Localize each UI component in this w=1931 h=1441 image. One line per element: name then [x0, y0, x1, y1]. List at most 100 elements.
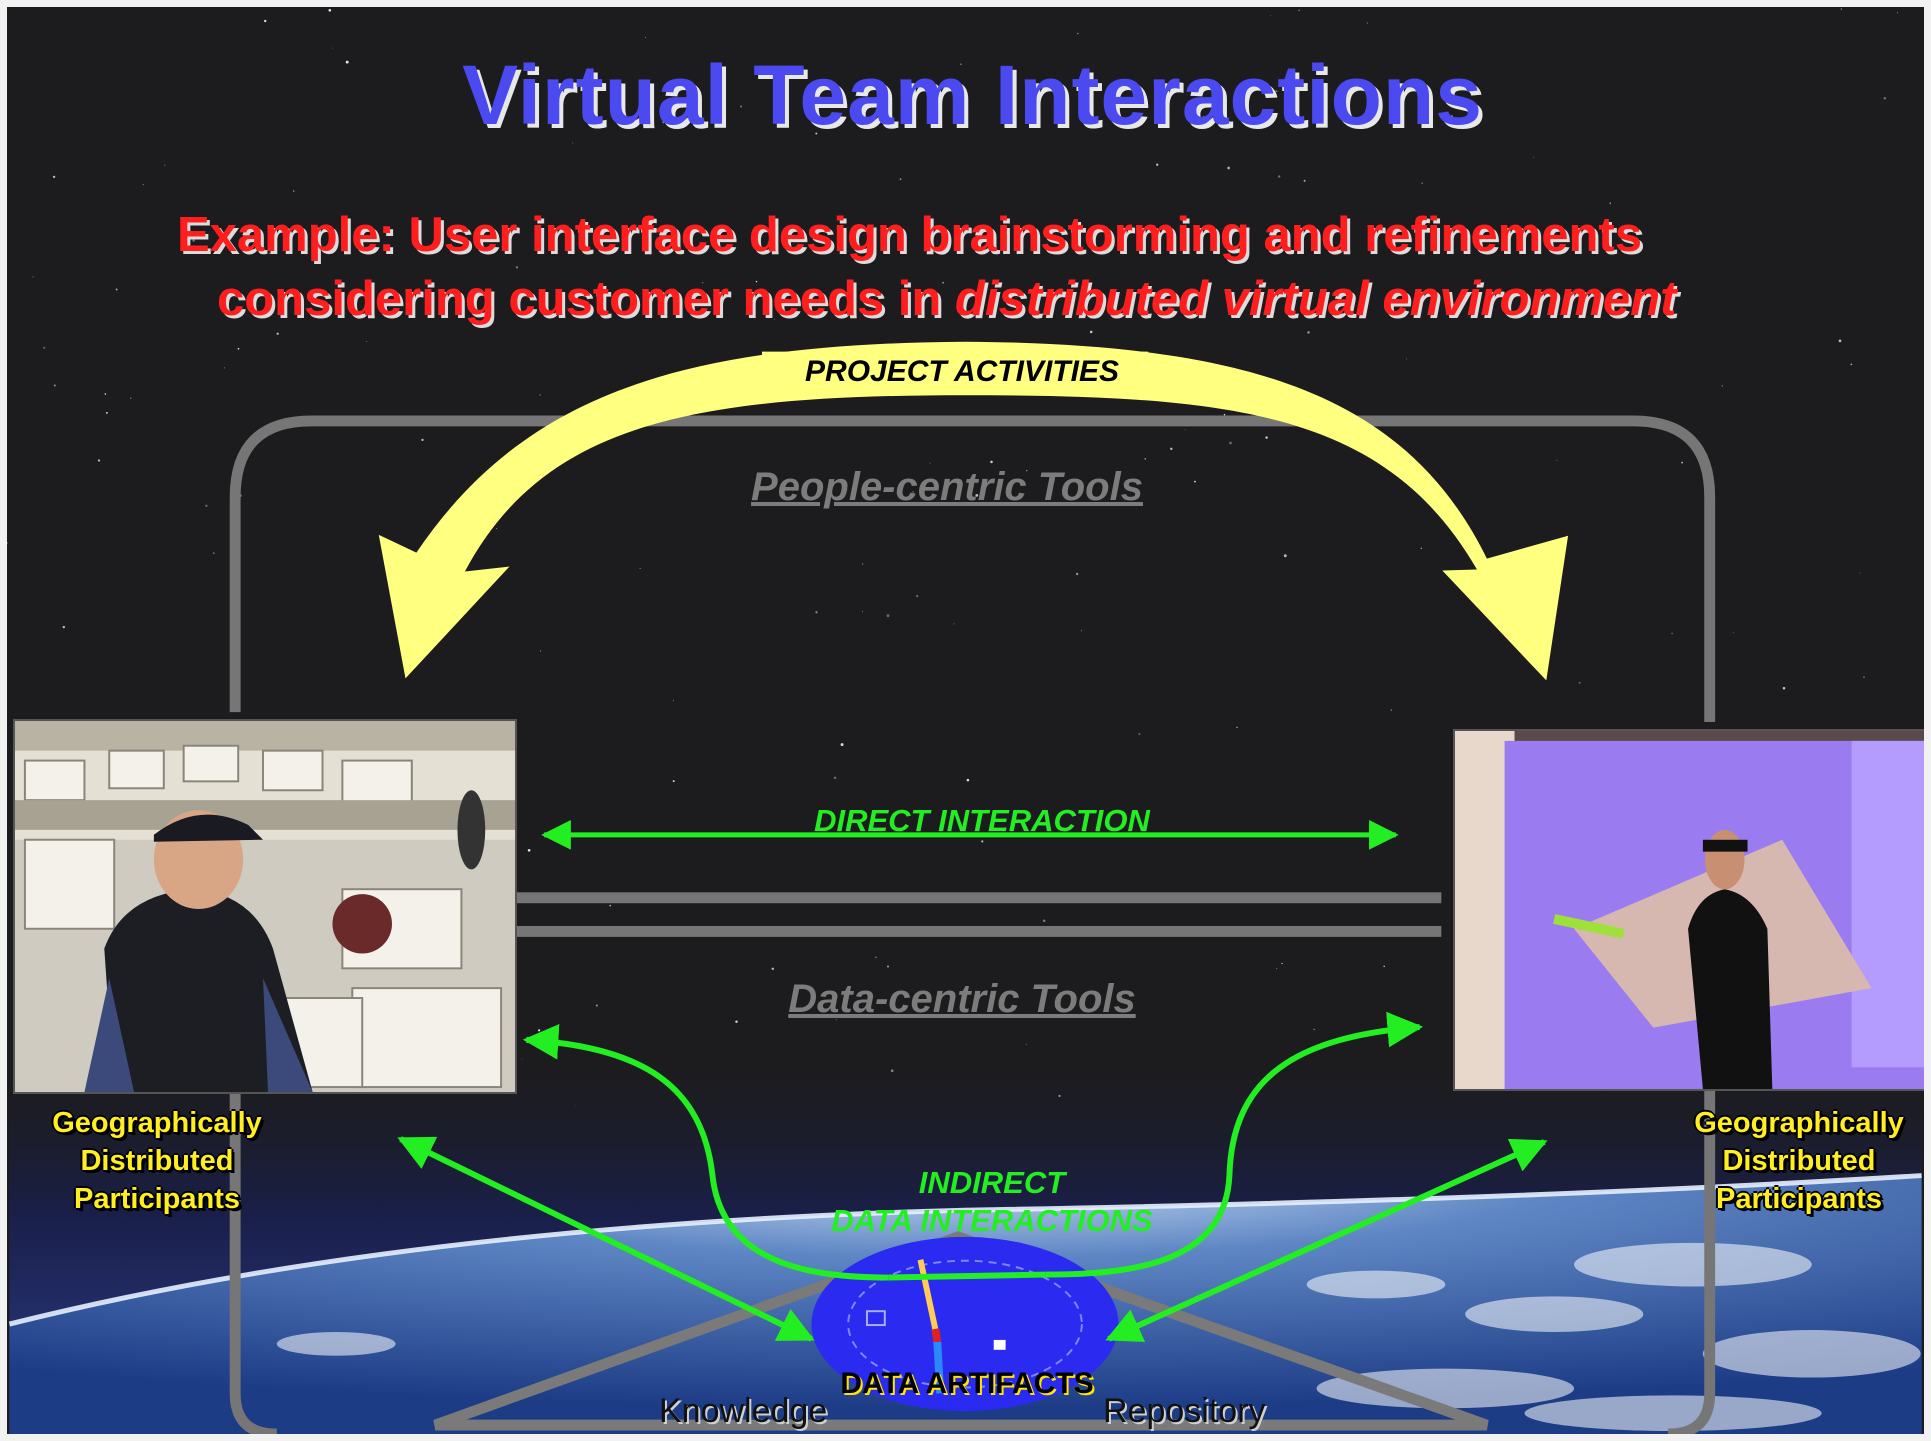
- star: [1089, 330, 1093, 334]
- star: [835, 1019, 837, 1021]
- star: [1275, 90, 1278, 93]
- star: [740, 105, 743, 108]
- star: [1026, 470, 1028, 472]
- star: [1229, 441, 1232, 445]
- star: [815, 611, 818, 614]
- repository-marker-right: [993, 1339, 1006, 1350]
- indirect-diagonal-left: [397, 1136, 815, 1342]
- example-line-1: Example: User interface design brainstor…: [177, 208, 1642, 262]
- star: [1202, 115, 1204, 117]
- star: [1170, 447, 1173, 451]
- star: [104, 393, 107, 395]
- participants-left-line-1: Geographically: [52, 1107, 262, 1139]
- star: [942, 281, 944, 284]
- star: [1863, 676, 1865, 678]
- star: [1075, 572, 1079, 576]
- star: [1313, 1028, 1315, 1030]
- participant-photo-computer-lab: [13, 719, 517, 1094]
- star: [332, 47, 334, 49]
- star: [595, 1004, 598, 1007]
- star: [1042, 919, 1046, 923]
- project-activities-arrow: [378, 341, 1569, 681]
- tools-divider-top: [514, 892, 1442, 904]
- data-artifacts-label: DATA ARTIFACTS: [840, 1367, 1094, 1400]
- star: [1283, 554, 1287, 558]
- star: [53, 384, 56, 387]
- direct-interaction-label: DIRECT INTERACTION: [814, 803, 1150, 838]
- star: [771, 967, 774, 970]
- people-centric-tools-label: People-centric Tools: [751, 465, 1143, 509]
- star: [32, 276, 34, 278]
- star: [990, 460, 993, 464]
- star: [293, 190, 295, 192]
- star: [840, 743, 844, 747]
- star: [1383, 965, 1385, 968]
- star: [855, 88, 859, 92]
- star: [1042, 313, 1045, 315]
- star: [205, 504, 208, 508]
- star: [912, 491, 914, 493]
- star: [1303, 179, 1306, 182]
- repository-label: Repository: [1103, 1392, 1266, 1430]
- virtual-environment-scene: [1455, 731, 1924, 1089]
- repository-disc: [811, 1236, 1119, 1412]
- star: [903, 282, 906, 285]
- star: [1859, 572, 1861, 574]
- example-description: Example: User interface design brainstor…: [177, 203, 1877, 331]
- star: [212, 552, 215, 554]
- star: [62, 625, 65, 629]
- star: [496, 528, 498, 529]
- star: [276, 332, 279, 335]
- star: [527, 848, 531, 852]
- star: [966, 778, 970, 782]
- indirect-label-line-1: INDIRECT: [918, 1165, 1066, 1200]
- star: [164, 164, 166, 166]
- star: [1420, 547, 1422, 549]
- star: [105, 411, 108, 414]
- star: [886, 965, 890, 968]
- tools-divider-bottom: [514, 925, 1442, 937]
- participants-left-line-3: Participants: [74, 1183, 240, 1215]
- star: [1194, 480, 1196, 483]
- participants-right-line-1: Geographically: [1694, 1107, 1904, 1139]
- star: [1883, 96, 1887, 100]
- star: [975, 494, 979, 497]
- star: [916, 594, 919, 598]
- star: [130, 397, 132, 399]
- star: [862, 610, 864, 612]
- star: [1721, 385, 1723, 387]
- star: [572, 142, 574, 144]
- star: [1265, 436, 1268, 439]
- star: [1850, 363, 1853, 366]
- star: [1421, 182, 1423, 184]
- star: [224, 367, 226, 369]
- star: [788, 251, 790, 254]
- star: [515, 266, 519, 269]
- star: [1733, 631, 1735, 633]
- indirect-data-interactions-label: INDIRECT DATA INTERACTIONS: [787, 1164, 1197, 1240]
- star: [609, 904, 612, 907]
- star: [1840, 8, 1843, 10]
- star: [192, 239, 195, 242]
- star: [899, 178, 902, 181]
- star: [874, 956, 877, 959]
- example-line-2: considering customer needs in distribute…: [177, 267, 1877, 331]
- star: [1223, 413, 1226, 416]
- star: [1270, 15, 1272, 16]
- star: [1137, 491, 1139, 493]
- star: [960, 63, 962, 65]
- star: [639, 567, 641, 569]
- star: [833, 776, 837, 780]
- star: [366, 340, 368, 342]
- star: [1236, 726, 1238, 729]
- star: [421, 438, 424, 442]
- star: [1077, 32, 1079, 35]
- star: [1080, 630, 1083, 632]
- interaction-diagram: [229, 341, 1716, 1434]
- star: [662, 121, 665, 124]
- star: [1390, 709, 1393, 711]
- star: [142, 184, 144, 186]
- star: [1281, 962, 1283, 965]
- participants-right-line-2: Distributed: [1722, 1145, 1876, 1177]
